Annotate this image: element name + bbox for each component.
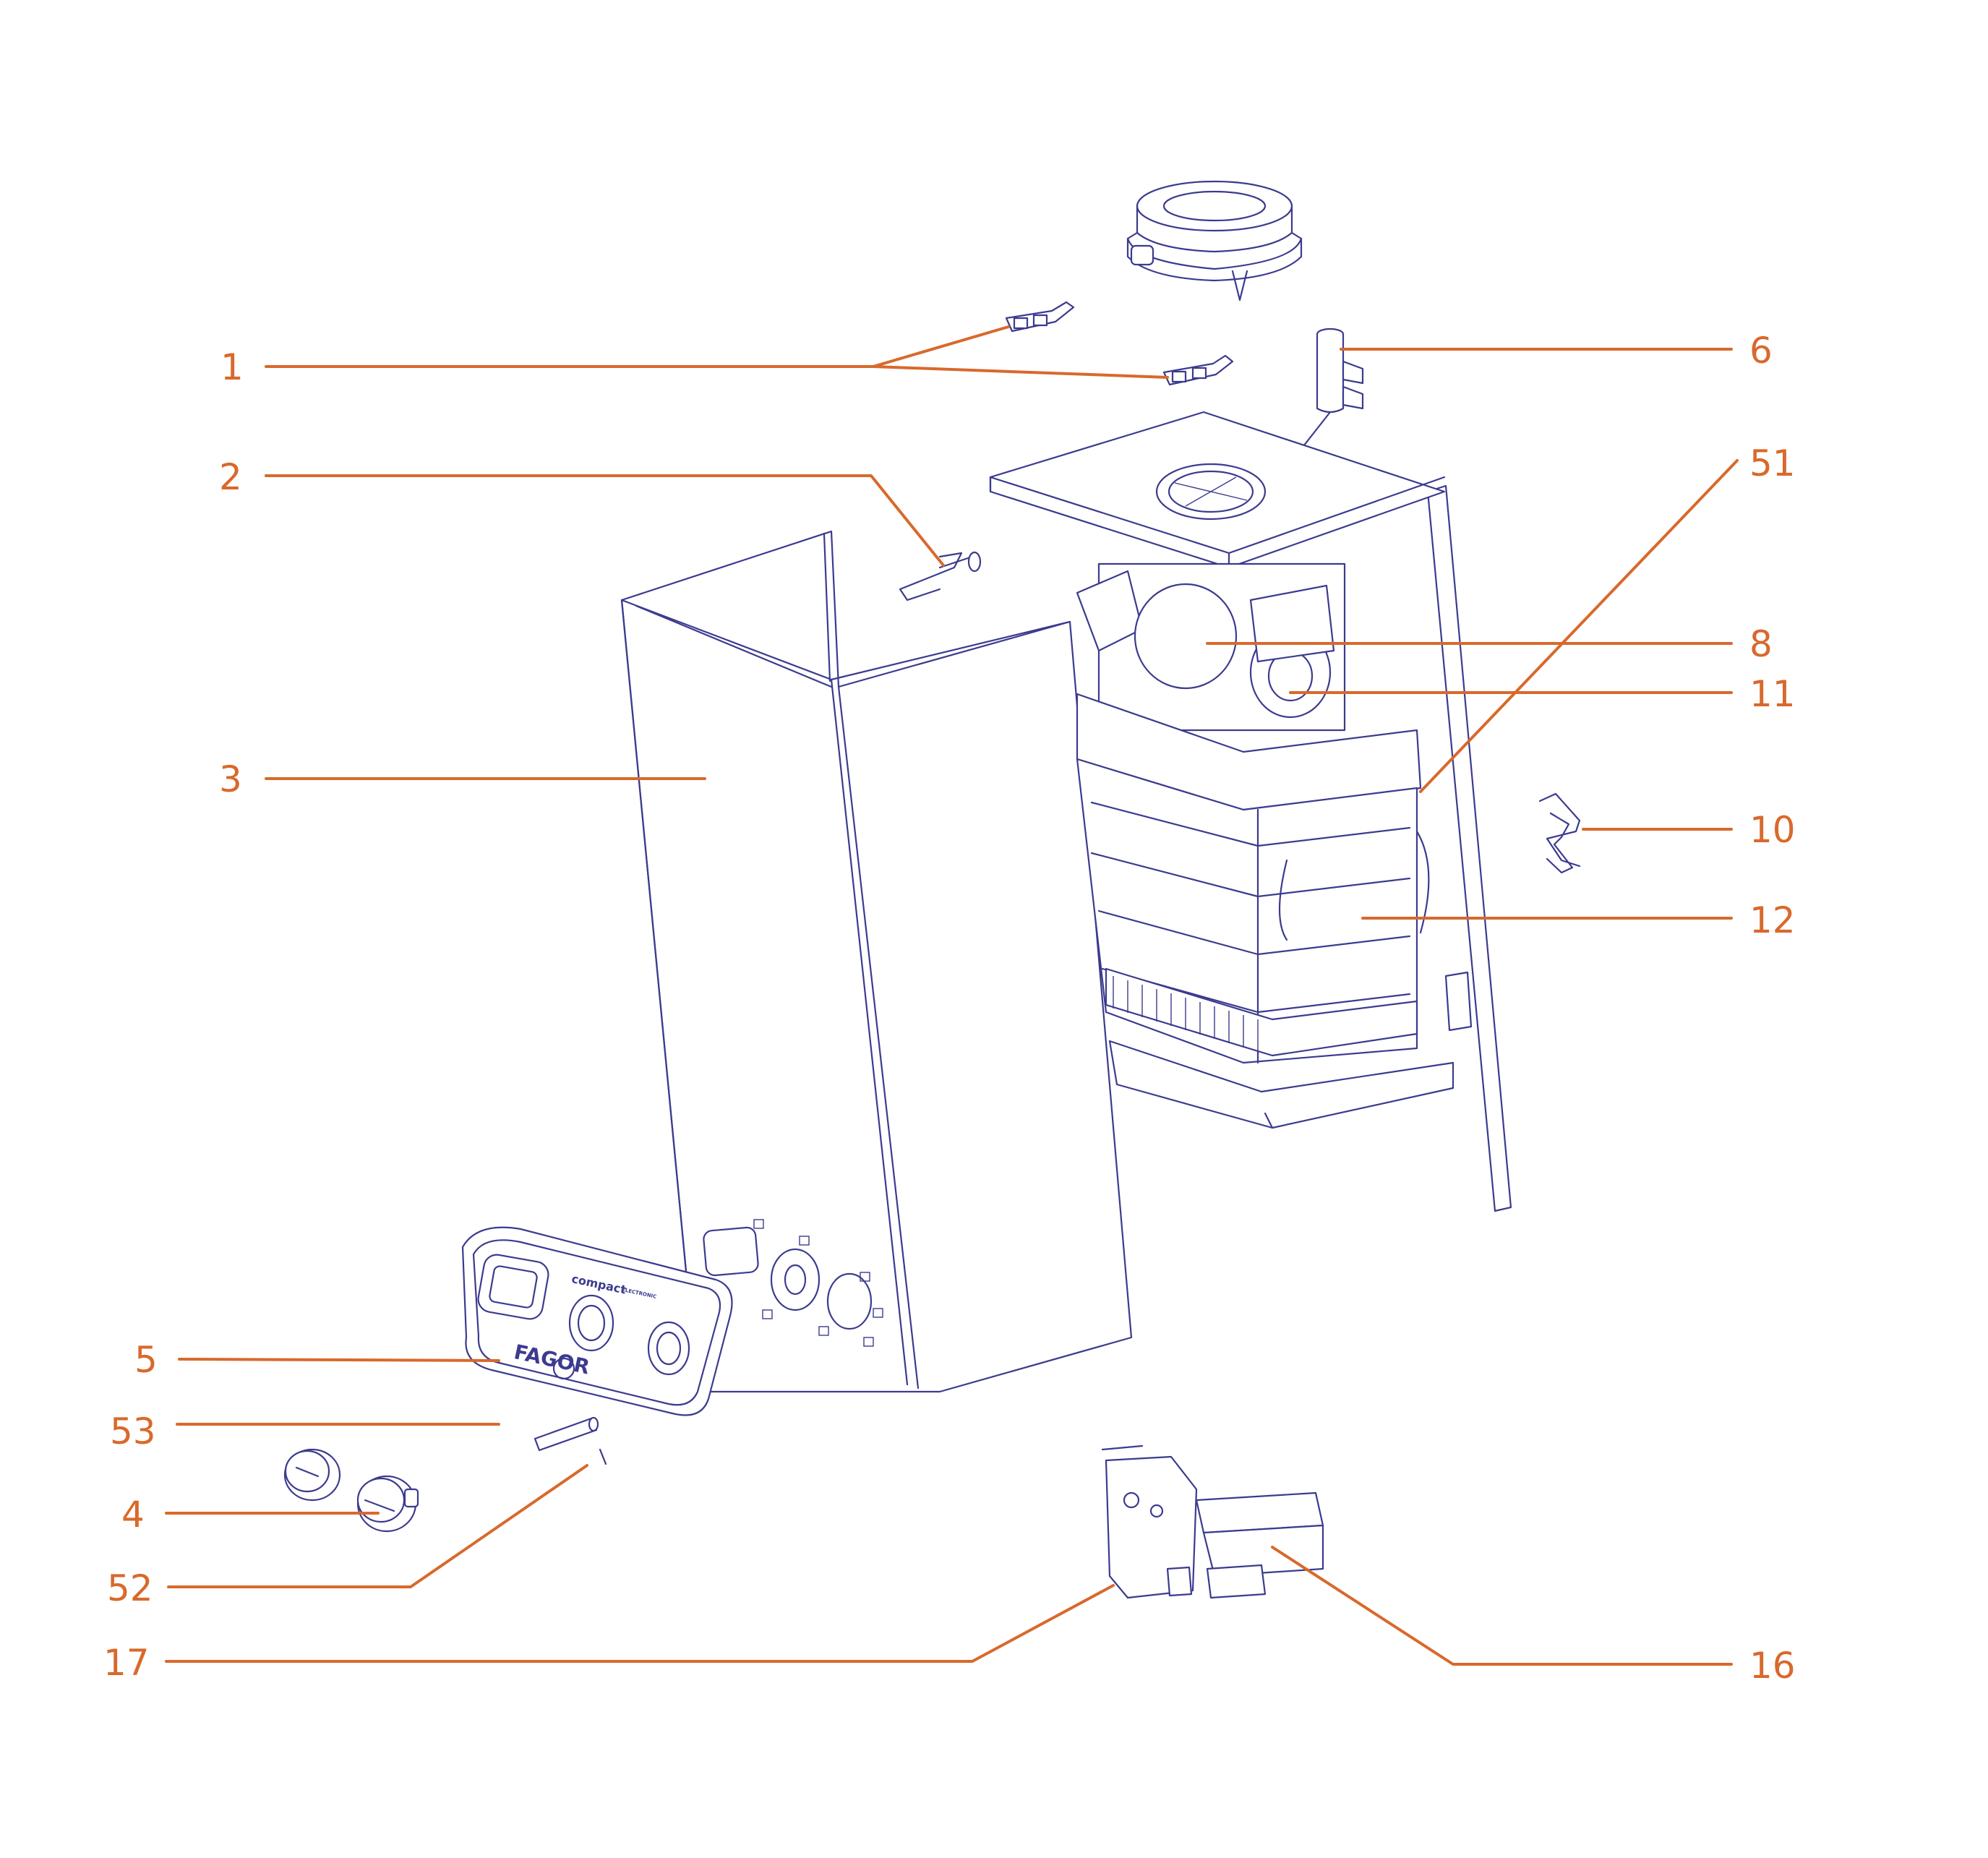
callout-51: 51: [1749, 442, 1796, 484]
gas-connector: [1316, 327, 1364, 414]
pin-part-53: [534, 1416, 599, 1452]
callout-5: 5: [134, 1339, 158, 1381]
leader-1: [265, 325, 1169, 379]
control-panel: FAGOR compact ELECTRONIC: [461, 1226, 733, 1416]
heater-chassis: [989, 411, 1512, 1212]
leader-lines: [165, 325, 1739, 1666]
callout-17: 17: [103, 1642, 150, 1684]
leader-2: [265, 474, 945, 567]
callout-10: 10: [1749, 809, 1796, 851]
spring-clip-part-10: [1538, 792, 1581, 874]
callout-8: 8: [1749, 623, 1773, 665]
flue-adapter: [1126, 180, 1303, 301]
front-casing: [620, 530, 1133, 1393]
clip-upper: [1005, 301, 1075, 333]
leader-52: [167, 1464, 588, 1588]
control-knobs: [283, 1448, 419, 1533]
callout-numbers: 1 2 3 5 53 4 52 17 6 51 8 11 10 12 16: [103, 330, 1796, 1687]
callout-53: 53: [110, 1410, 156, 1452]
callout-1: 1: [220, 346, 244, 388]
callout-11: 11: [1749, 673, 1796, 715]
pipe-part-2: [899, 551, 982, 602]
callout-2: 2: [219, 456, 242, 498]
leader-17: [165, 1584, 1115, 1663]
callout-4: 4: [121, 1494, 145, 1536]
callout-3: 3: [219, 758, 242, 800]
gas-valve-assembly: [1101, 1444, 1324, 1599]
callout-52: 52: [107, 1567, 153, 1609]
leader-51: [1419, 459, 1739, 793]
screw-part-52: [599, 1448, 607, 1465]
callout-6: 6: [1749, 330, 1773, 372]
callout-12: 12: [1749, 899, 1796, 941]
callout-16: 16: [1749, 1645, 1796, 1687]
clip-lower: [1162, 354, 1234, 386]
leader-5: [178, 1358, 500, 1362]
leader-16: [1271, 1546, 1733, 1666]
